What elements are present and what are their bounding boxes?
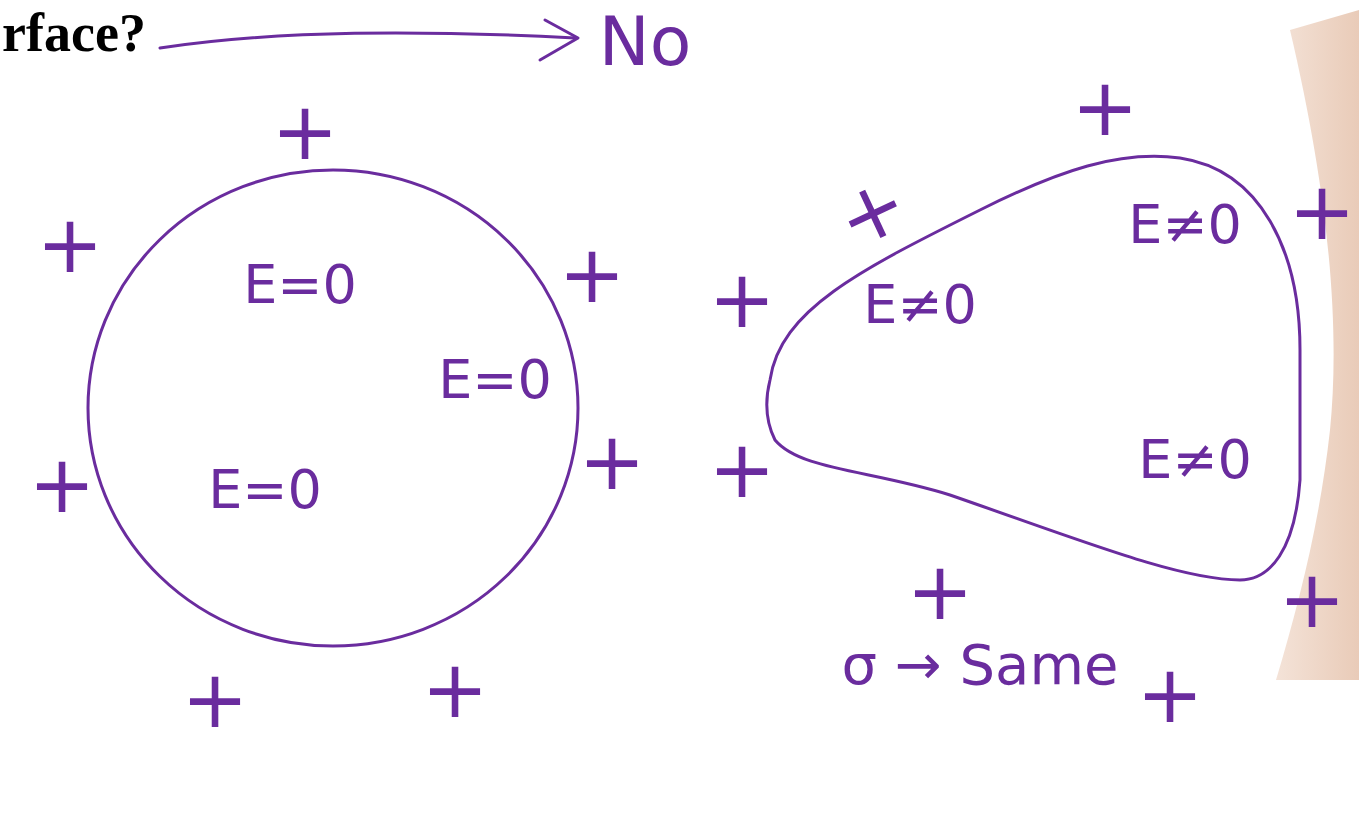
charge-sign: +	[1071, 68, 1138, 148]
charge-sign: +	[708, 260, 775, 340]
charge-sign: +	[1278, 560, 1345, 640]
charge-sign: +	[28, 445, 95, 525]
charge-sign: +	[1136, 655, 1203, 735]
field-label: E≠0	[863, 278, 977, 332]
conductor-sphere: E=0E=0E=0	[88, 170, 578, 646]
answer-text: No	[599, 8, 691, 76]
charge-sign: +	[578, 422, 645, 502]
charge-sign: +	[1288, 172, 1355, 252]
field-label: E≠0	[1138, 433, 1252, 487]
charge-sign: +	[825, 162, 920, 263]
outline-blob	[767, 156, 1300, 580]
charge-sign: +	[181, 660, 248, 740]
charge-sign: +	[906, 552, 973, 632]
arrow-head	[540, 20, 578, 60]
charge-sign: +	[708, 430, 775, 510]
field-label: E≠0	[1128, 198, 1242, 252]
outline-ellipse	[88, 170, 578, 646]
charge-sign: +	[558, 235, 625, 315]
charge-sign: +	[271, 92, 338, 172]
charge-sign: +	[421, 650, 488, 730]
skin-photo	[1276, 10, 1359, 680]
field-label: E=0	[438, 353, 552, 407]
outline	[88, 170, 578, 646]
field-label: E=0	[243, 258, 357, 312]
field-label: E=0	[208, 463, 322, 517]
arrow-line	[160, 33, 575, 48]
heading: rface?	[2, 6, 146, 60]
charge-sign: +	[36, 205, 103, 285]
note-text: σ → Same	[842, 637, 1119, 693]
